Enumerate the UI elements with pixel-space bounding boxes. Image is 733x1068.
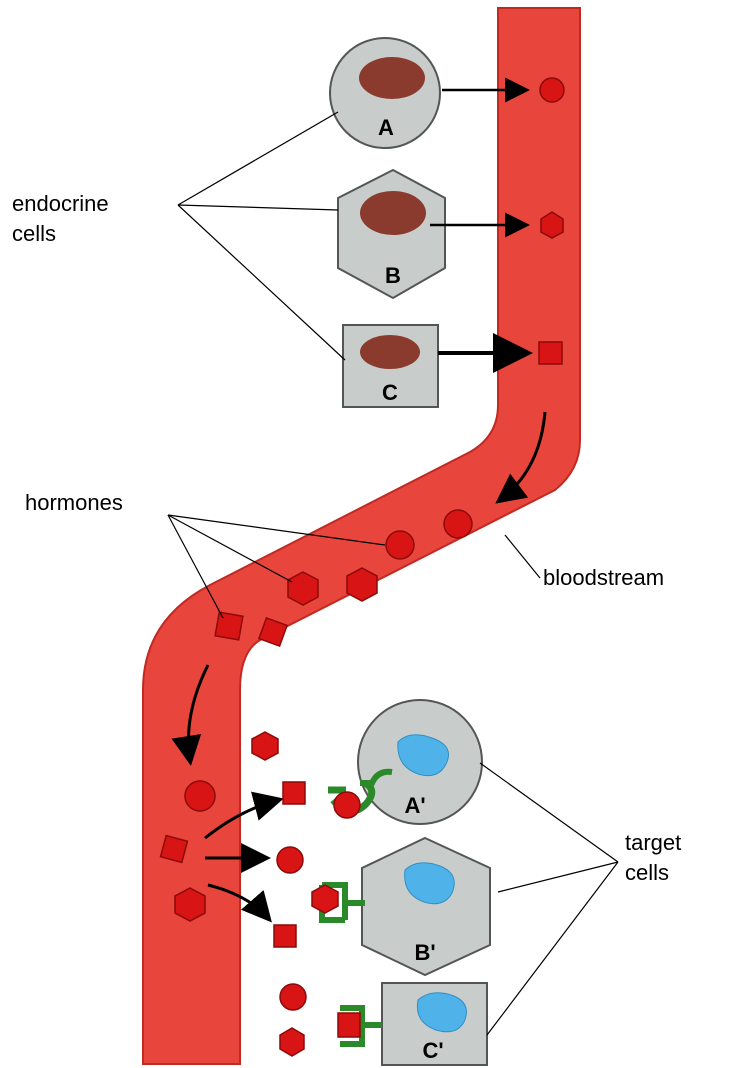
hormone-hexagon	[252, 732, 278, 760]
nucleus	[360, 191, 426, 235]
target-cell-c-prime: C'	[382, 983, 487, 1065]
hormone-square	[539, 342, 562, 364]
hormone-round	[386, 531, 414, 559]
endocrine-label-line1: endocrine	[12, 191, 109, 216]
cell-label-a: A	[378, 115, 394, 140]
bound-hormone	[334, 792, 360, 818]
target-cell-b-prime: B'	[362, 838, 490, 975]
endocrine-label-line2: cells	[12, 221, 56, 246]
target-leader-lines	[480, 763, 618, 1035]
receptor-b-prime	[312, 885, 365, 920]
hormone-hexagon	[280, 1028, 304, 1056]
endocrine-leader-lines	[178, 112, 345, 360]
hormone-square	[283, 782, 305, 804]
cell-label-c: C	[382, 380, 398, 405]
hormone-round	[280, 984, 306, 1010]
hormone-square	[274, 925, 296, 947]
hormone-round	[540, 78, 564, 102]
target-label-line2: cells	[625, 860, 669, 885]
cell-label-b: B	[385, 263, 401, 288]
hormone-hexagon	[175, 888, 205, 921]
receptor-c-prime	[338, 1008, 382, 1044]
cell-label-a-prime: A'	[404, 793, 425, 818]
target-cell-a-prime: A'	[358, 700, 482, 824]
hormone-hexagon	[288, 572, 318, 605]
hormones-label: hormones	[25, 490, 123, 515]
bloodstream-label: bloodstream	[543, 565, 664, 590]
endocrine-cell-a: A	[330, 38, 440, 148]
nucleus	[359, 57, 425, 99]
hormone-round	[185, 781, 215, 811]
nucleus	[360, 335, 420, 369]
hormone-square	[215, 612, 243, 640]
bound-hormone	[338, 1013, 360, 1037]
cell-label-b-prime: B'	[414, 940, 435, 965]
hormone-square	[161, 836, 188, 863]
endocrine-cell-b: B	[338, 170, 445, 298]
bound-hormone	[312, 885, 338, 913]
target-label-line1: target	[625, 830, 681, 855]
cell-label-c-prime: C'	[422, 1038, 443, 1063]
hormone-round	[277, 847, 303, 873]
bloodstream-leader-line	[505, 535, 540, 578]
hormone-hexagon	[347, 568, 377, 601]
endocrine-cell-c: C	[343, 325, 438, 407]
hormone-round	[444, 510, 472, 538]
